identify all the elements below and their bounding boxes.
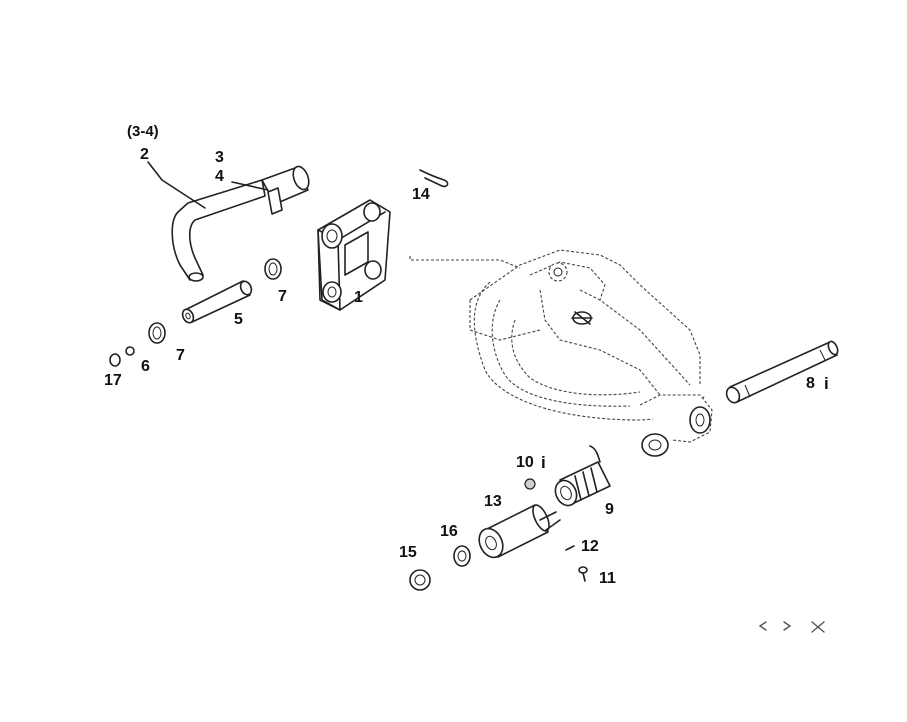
label-part-10: 10	[516, 454, 534, 471]
shaft-end	[725, 386, 741, 404]
label-part-4: 4	[215, 168, 224, 185]
label-part-11: 11	[599, 570, 616, 587]
frame-eyelet-right	[689, 406, 711, 434]
part-11-screw	[578, 566, 588, 582]
bracket-hole-right-top	[363, 202, 381, 222]
chevron-left-icon[interactable]	[758, 621, 767, 631]
part-7-washer-upper	[264, 258, 282, 280]
label-part-7-lower: 7	[176, 347, 185, 364]
spring-face	[554, 479, 578, 507]
label-part-15: 15	[399, 544, 417, 561]
bracket-hole-top	[321, 223, 343, 249]
frame-loop-inner2	[511, 319, 641, 396]
part-9-spring	[554, 445, 611, 507]
label-part-2: 2	[140, 146, 149, 163]
spring-coils	[574, 467, 598, 501]
frame-eyelet-left	[641, 433, 669, 457]
part-10-plug	[524, 478, 536, 490]
cylinder-face	[478, 527, 504, 559]
label-part-13: 13	[484, 493, 502, 510]
frame-hub-top	[529, 261, 606, 301]
part-17-cap	[109, 353, 121, 367]
label-part-1: 1	[354, 289, 363, 306]
frame-left-edge	[469, 300, 541, 341]
leader-4	[231, 181, 269, 191]
part-6-grease-nipple	[125, 346, 135, 356]
chevron-right-icon[interactable]	[783, 621, 792, 631]
part-4-clamp	[267, 187, 283, 215]
label-part-9: 9	[605, 501, 614, 518]
part-12-pin	[565, 545, 575, 551]
bracket-web	[344, 231, 369, 276]
frame-top-edge	[469, 249, 701, 385]
part-15-nut	[409, 569, 431, 591]
label-ref-3-4: (3-4)	[127, 123, 159, 140]
frame-hub-bore	[553, 267, 563, 277]
bracket-hole-bottom	[322, 281, 342, 303]
part-3-sleeve	[261, 165, 310, 215]
frame-arm-edge2	[579, 289, 691, 386]
main-frame-assembly	[409, 249, 713, 457]
pipe-end	[188, 272, 204, 282]
frame-pivot-bolt	[571, 311, 593, 325]
pipe-body	[171, 179, 266, 281]
close-icon[interactable]	[811, 621, 825, 633]
part-8-shaft	[725, 340, 839, 404]
label-part-16: 16	[440, 523, 458, 540]
label-part-5: 5	[234, 311, 243, 328]
label-part-17: 17	[104, 372, 122, 389]
label-part-3: 3	[215, 149, 224, 166]
part-7-washer-lower	[148, 322, 166, 344]
spring-hook	[589, 445, 601, 463]
part-5-pin	[181, 280, 253, 324]
part-2-bent-pipe	[171, 179, 266, 282]
part-14-clip	[419, 169, 449, 188]
label-part-6: 6	[141, 358, 150, 375]
bracket-hole-right-bottom	[364, 260, 382, 280]
part-13-cylinder	[478, 504, 561, 559]
sleeve-end	[292, 165, 310, 191]
frame-leader	[409, 256, 521, 269]
leader-2	[147, 161, 206, 209]
frame-hub	[548, 262, 568, 282]
label-part-12: 12	[581, 538, 599, 555]
label-part-8: 8	[806, 375, 815, 392]
pin-end	[181, 308, 195, 324]
part-16-washer	[453, 545, 471, 567]
frame-arm-edge	[539, 289, 661, 396]
cylinder-tab	[539, 511, 561, 531]
label-part-14: 14	[412, 186, 430, 203]
info-icon-part-10: i	[541, 453, 546, 472]
part-1-bracket	[317, 199, 391, 311]
clip-wire	[419, 169, 449, 188]
label-part-7-upper: 7	[278, 288, 287, 305]
info-icon-part-8: i	[824, 374, 829, 393]
